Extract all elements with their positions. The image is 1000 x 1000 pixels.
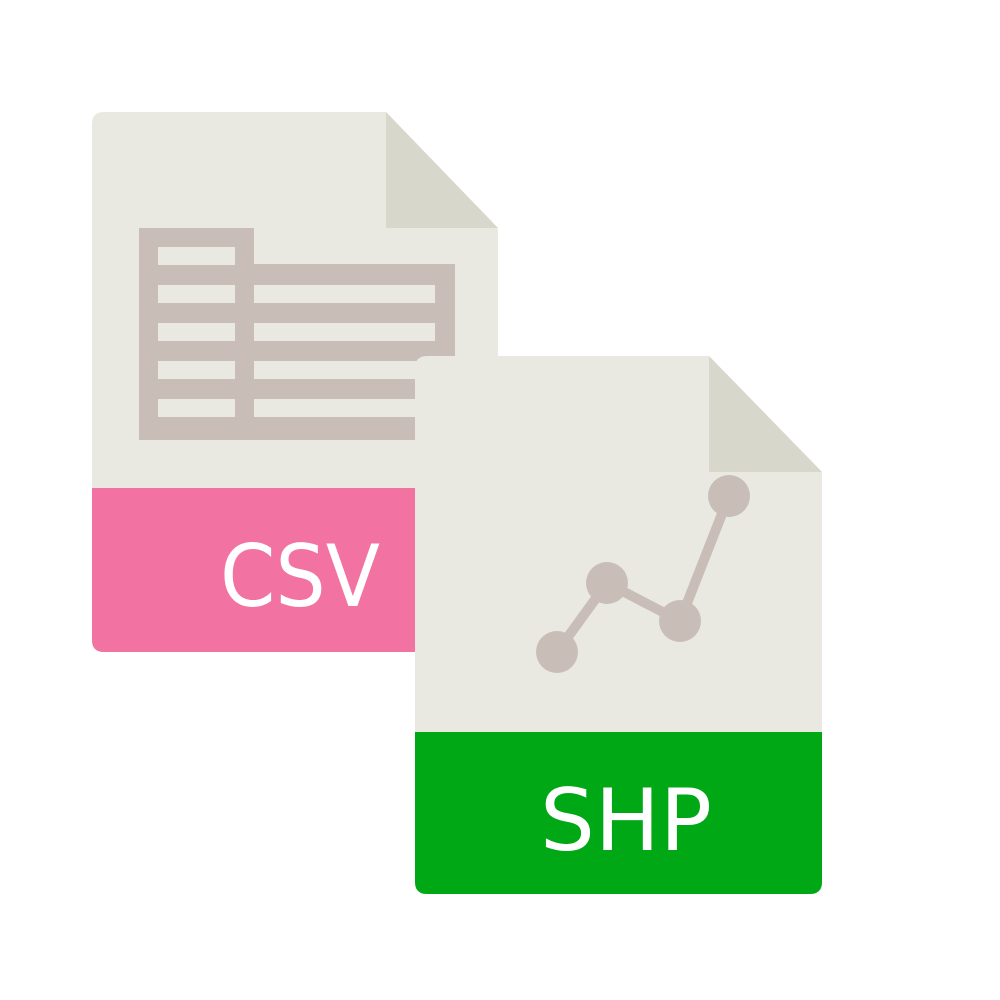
shp-file-icon: SHP [415, 356, 822, 894]
csv-label: CSV [220, 527, 380, 627]
table-icon [139, 228, 455, 440]
shp-label: SHP [540, 771, 712, 871]
csv-file-fold [386, 112, 498, 228]
graph-point [586, 562, 628, 604]
csv-label-band [92, 488, 498, 652]
line-graph-icon [536, 475, 750, 673]
csv-file-icon: CSV [92, 112, 498, 652]
graph-line [552, 491, 734, 657]
graph-point [536, 631, 578, 673]
graph-point [708, 475, 750, 517]
shp-file-fold [709, 356, 822, 472]
graph-point [659, 600, 701, 642]
shp-label-band [415, 732, 822, 894]
